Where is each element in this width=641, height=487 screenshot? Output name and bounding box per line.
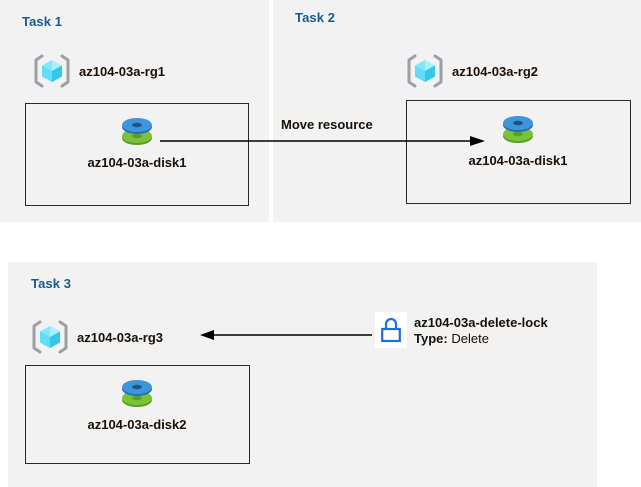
managed-disk-icon — [57, 112, 217, 152]
panel-task-3 — [8, 262, 597, 487]
disk-node-task-2: az104-03a-disk1 — [438, 110, 598, 168]
lock-type-key: Type: — [414, 331, 448, 346]
resource-group-node-rg1: az104-03a-rg1 — [33, 52, 165, 90]
connector-lock-applies-to — [200, 330, 372, 340]
lock-type-value: Delete — [451, 331, 489, 346]
managed-disk-icon — [57, 374, 217, 414]
resource-group-icon — [31, 318, 69, 356]
resource-group-icon — [33, 52, 71, 90]
resource-group-node-rg3: az104-03a-rg3 — [31, 318, 163, 356]
resource-box-task-2 — [406, 100, 631, 204]
lock-name-label: az104-03a-delete-lock — [414, 315, 548, 330]
lock-node: az104-03a-delete-lock Type: Delete — [375, 312, 548, 348]
disk-label: az104-03a-disk2 — [87, 417, 187, 432]
panel-title-task-3: Task 3 — [31, 276, 72, 291]
disk-label: az104-03a-disk1 — [468, 153, 568, 168]
resource-group-icon — [406, 52, 444, 90]
disk-node-task-1: az104-03a-disk1 — [57, 112, 217, 170]
disk-node-task-3: az104-03a-disk2 — [57, 374, 217, 432]
connector-move-resource — [160, 136, 485, 146]
lock-type-row: Type: Delete — [414, 330, 548, 347]
connector-move-resource-label: Move resource — [281, 117, 373, 132]
disk-label: az104-03a-disk1 — [87, 155, 187, 170]
resource-group-label: az104-03a-rg1 — [79, 63, 165, 79]
panel-task-2 — [273, 0, 641, 222]
resource-box-task-3 — [25, 365, 250, 464]
managed-disk-icon — [438, 110, 598, 150]
panel-title-task-1: Task 1 — [22, 14, 63, 29]
resource-group-node-rg2: az104-03a-rg2 — [406, 52, 538, 90]
lock-text-block: az104-03a-delete-lock Type: Delete — [414, 312, 548, 347]
panel-title-task-2: Task 2 — [295, 10, 336, 25]
resource-group-label: az104-03a-rg2 — [452, 63, 538, 79]
resource-box-task-1 — [25, 103, 249, 206]
lock-icon — [375, 312, 407, 348]
panel-task-1 — [0, 0, 269, 222]
resource-group-label: az104-03a-rg3 — [77, 329, 163, 345]
